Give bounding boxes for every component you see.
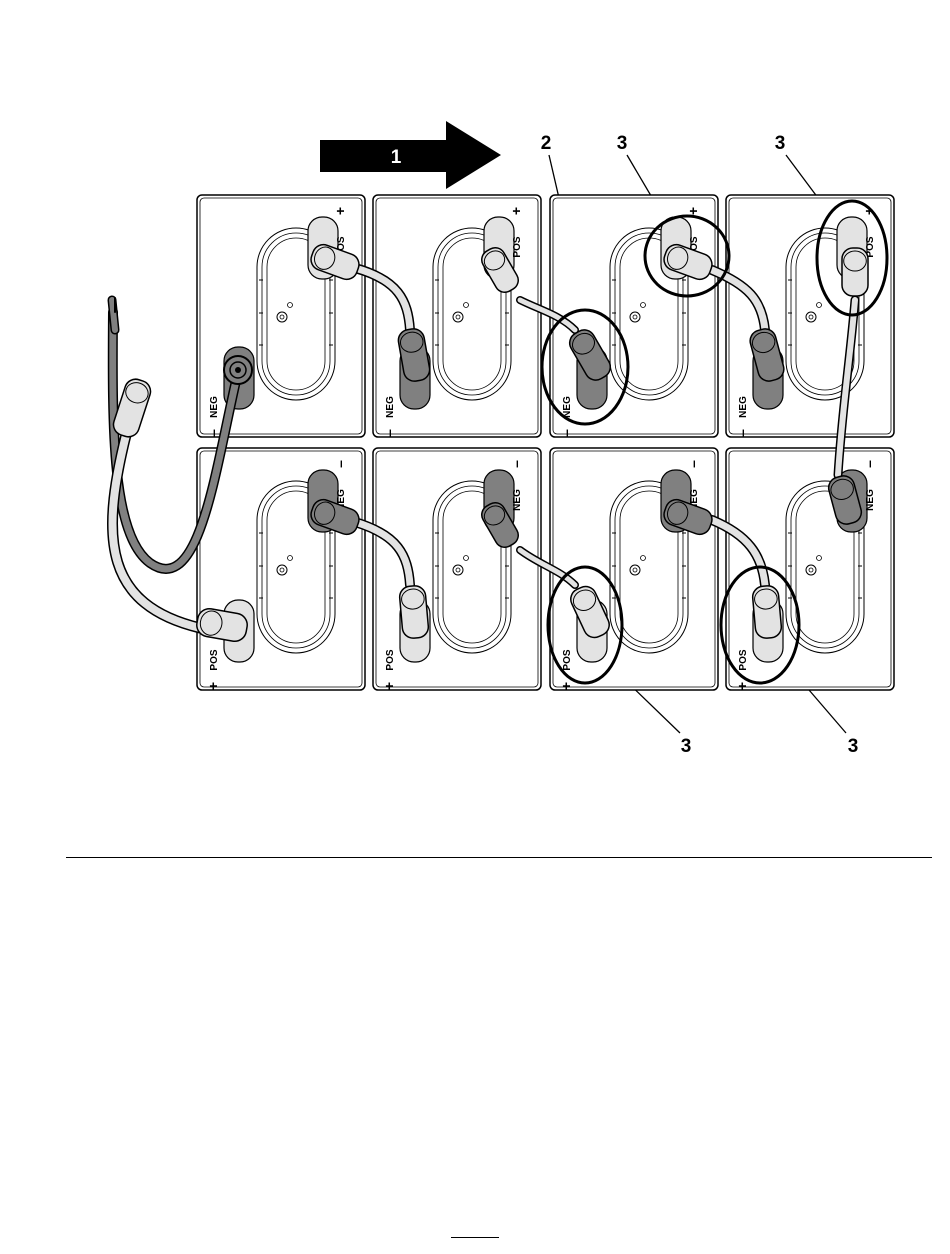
terminal-sign: + — [381, 682, 397, 690]
terminal-sign: + — [734, 682, 750, 690]
positive-boot — [752, 585, 782, 639]
terminal-sign: – — [558, 429, 574, 437]
terminal-label: NEG — [512, 489, 523, 511]
battery-r1-c4: POS+NEG– — [726, 195, 894, 437]
terminal-sign: + — [558, 682, 574, 690]
terminal-label: POS — [209, 649, 220, 670]
battery-r2-c1: NEG–POS+ — [197, 448, 365, 690]
terminal-label: POS — [738, 649, 749, 670]
terminal-sign: – — [508, 460, 524, 468]
page-number-rule — [451, 1237, 499, 1238]
terminal-label: NEG — [738, 396, 749, 418]
terminal-sign: + — [205, 682, 221, 690]
terminal-sign: + — [508, 207, 524, 215]
terminal-label: NEG — [209, 396, 220, 418]
terminal-sign: – — [734, 429, 750, 437]
horizontal-rule — [66, 857, 932, 858]
callout-3-bottom-right: 3 — [848, 736, 859, 757]
terminal-sign: – — [861, 460, 877, 468]
callout-1: 1 — [391, 147, 402, 168]
callout-2: 2 — [541, 133, 552, 154]
main-negative-lug — [224, 356, 252, 384]
positive-boot — [842, 248, 868, 296]
terminal-label: NEG — [385, 396, 396, 418]
terminal-label: POS — [385, 649, 396, 670]
terminal-sign: – — [332, 460, 348, 468]
terminal-sign: + — [685, 207, 701, 215]
positive-boot — [399, 585, 429, 639]
battery-r2-c2: NEG – POS + — [373, 448, 541, 690]
callout-3-top-right: 3 — [775, 133, 786, 154]
terminal-label: NEG — [562, 396, 573, 418]
battery-r1-c1: POS+NEG– — [197, 195, 365, 437]
battery-pack: POS + NEG – POS + NEG – POS + NEG – POS + NEG – NEG – POS +… — [197, 195, 894, 690]
terminal-label: NEG — [865, 489, 876, 511]
terminal-sign: – — [685, 460, 701, 468]
terminal-label: POS — [562, 649, 573, 670]
battery-r1-c2: POS + NEG – — [373, 195, 541, 437]
terminal-sign: + — [332, 207, 348, 215]
terminal-label: POS — [512, 236, 523, 257]
callout-3-bottom-left: 3 — [681, 736, 692, 757]
callout-3-top-left: 3 — [617, 133, 628, 154]
direction-arrow: 1 — [320, 121, 501, 189]
terminal-sign: – — [381, 429, 397, 437]
battery-r1-c3: POS+NEG– — [550, 195, 718, 437]
terminal-sign: – — [205, 429, 221, 437]
